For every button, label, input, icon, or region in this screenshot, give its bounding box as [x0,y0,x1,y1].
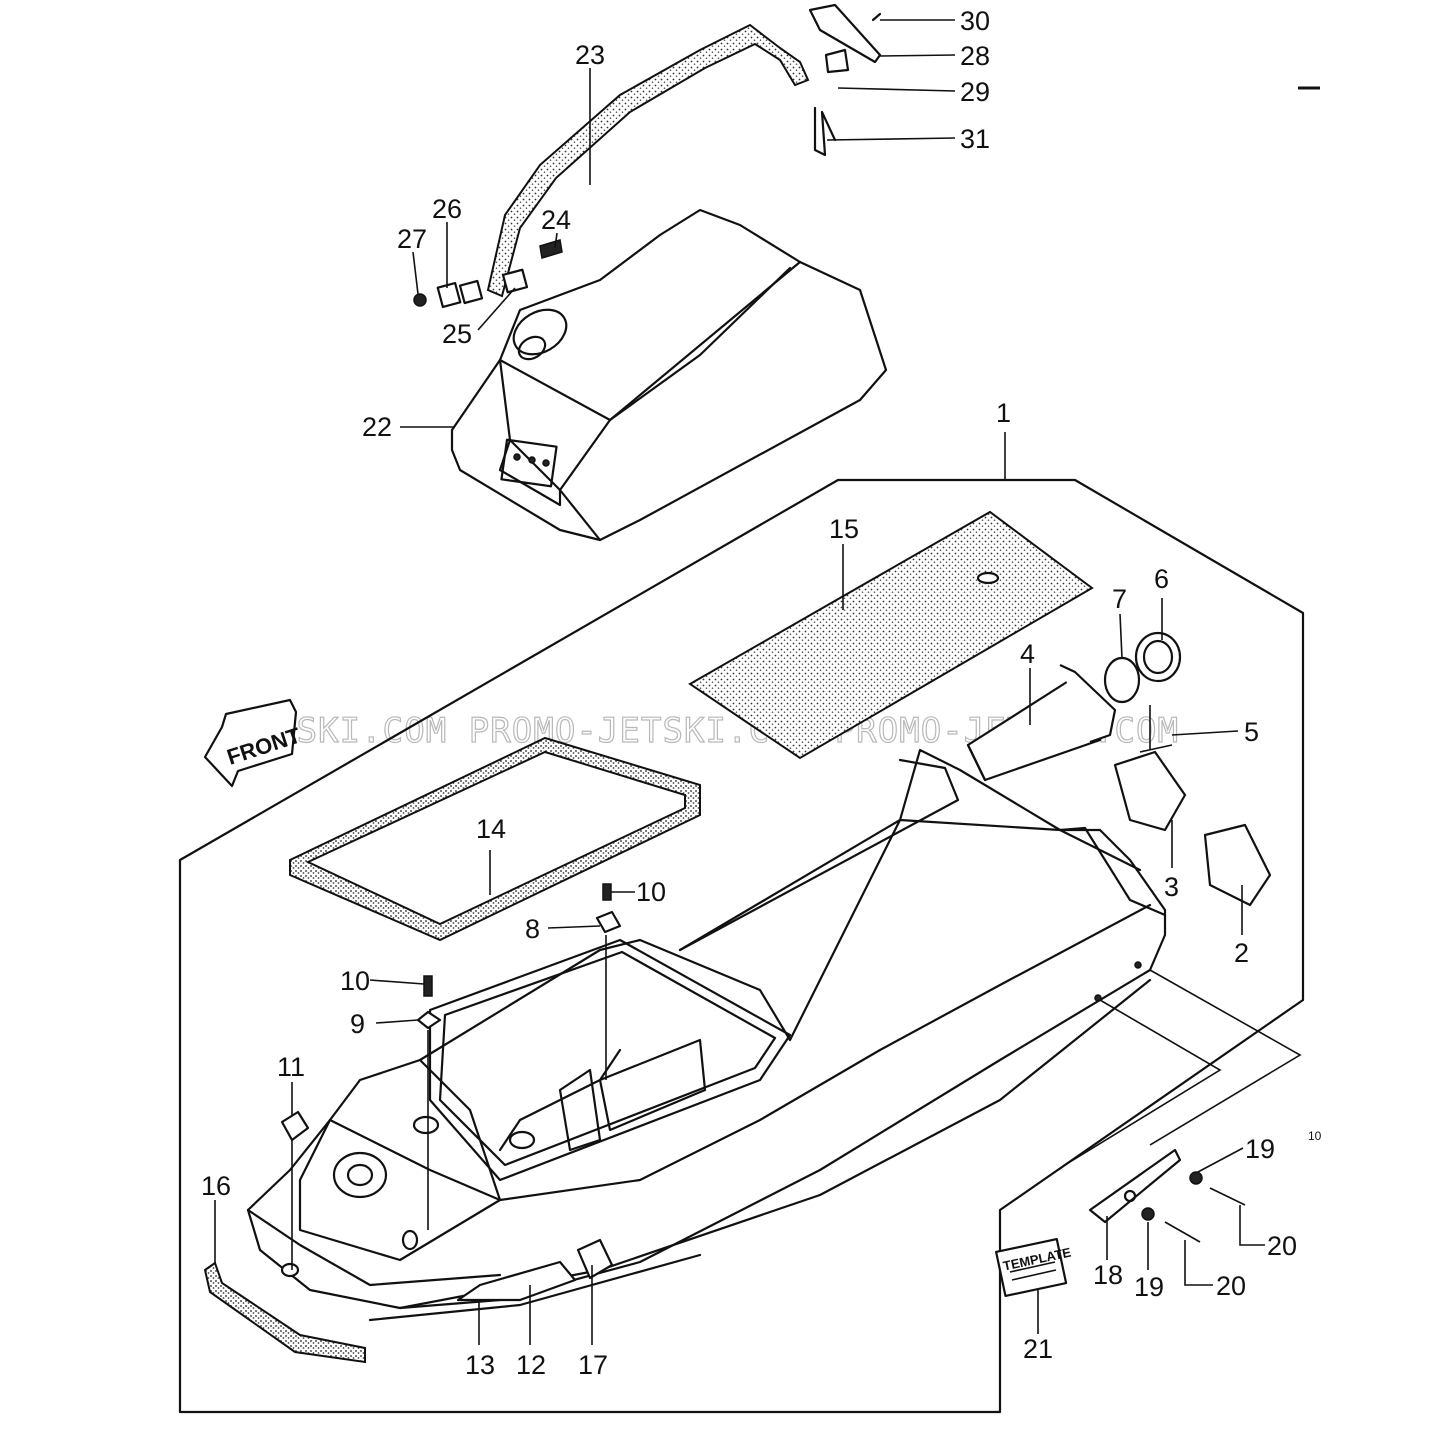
rear-fittings: TEMPLATE [995,969,1302,1298]
engine-hood [450,208,888,542]
callout-5: 5 [1244,717,1259,747]
callout-28: 28 [960,41,990,71]
callout-24: 24 [541,205,571,235]
bumper-strip [203,1261,366,1364]
callout-29: 29 [960,77,990,107]
hull [246,748,1167,1322]
callout-21: 21 [1023,1334,1053,1364]
callouts: 1 2 3 4 5 6 7 8 9 10 10 11 12 13 14 15 1… [201,6,1297,1380]
callout-15: 15 [829,514,859,544]
callout-6: 6 [1154,564,1169,594]
callout-8: 8 [525,914,540,944]
callout-4: 4 [1020,639,1035,669]
callout-1: 1 [996,398,1011,428]
corner-mark: 10 [1308,1129,1322,1143]
bracket-parts [808,3,882,157]
callout-17: 17 [578,1350,608,1380]
callout-30: 30 [960,6,990,36]
callout-16: 16 [201,1171,231,1201]
callout-13: 13 [465,1350,495,1380]
callout-20b: 20 [1216,1271,1246,1301]
assembly-outline [178,478,1305,1414]
callout-11: 11 [277,1052,305,1082]
callout-3: 3 [1164,872,1179,902]
callout-23: 23 [575,40,605,70]
strap-handle [486,23,810,298]
callout-19b: 19 [1134,1272,1164,1302]
callout-12: 12 [516,1350,546,1380]
callout-10a: 10 [340,966,370,996]
callout-31: 31 [960,124,990,154]
small-fasteners [413,239,563,309]
callout-18: 18 [1093,1260,1123,1290]
vent-cups [1113,750,1272,907]
callout-10b: 10 [636,877,666,907]
callout-2: 2 [1234,938,1249,968]
callout-9: 9 [350,1009,365,1039]
front-arrow: FRONT [203,698,304,788]
callout-26: 26 [432,194,462,224]
hatch-gasket [289,736,701,942]
hood-fasteners [280,883,622,1270]
callout-25: 25 [442,319,472,349]
callout-7: 7 [1112,584,1127,614]
pump-parts [966,631,1182,782]
callout-14: 14 [476,814,506,844]
callout-22: 22 [362,412,392,442]
callout-19a: 19 [1245,1134,1275,1164]
callout-20a: 20 [1267,1231,1297,1261]
leader-lines [214,19,1265,1345]
callout-27: 27 [397,224,427,254]
